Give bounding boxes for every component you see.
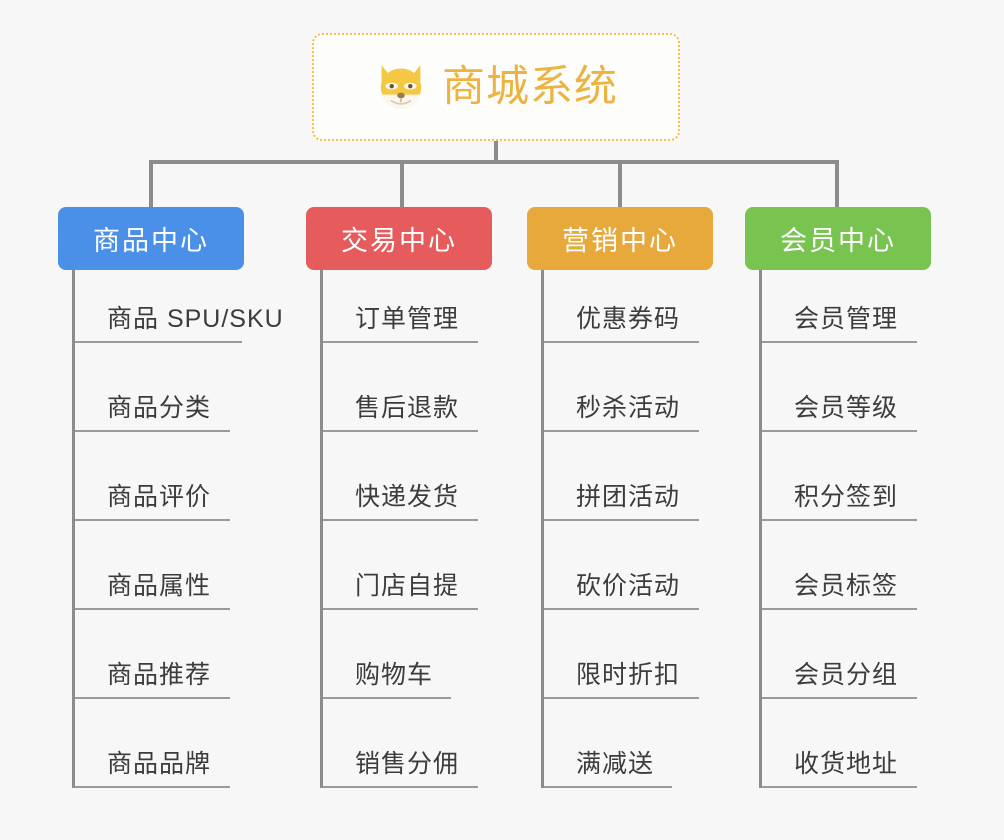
list-item-label: 商品 SPU/SKU	[107, 305, 284, 333]
connector-root-stem	[494, 141, 498, 164]
category-header-label: 营销中心	[562, 226, 678, 256]
list-item-label: 限时折扣	[576, 661, 681, 689]
category-header-label: 会员中心	[780, 226, 896, 256]
connector-horizontal-bus	[149, 160, 839, 164]
list-item[interactable]: 商品分类	[75, 343, 230, 432]
connector-drop-3	[618, 160, 622, 207]
category-header-trade-center[interactable]: 交易中心	[306, 207, 492, 270]
list-item-label: 砍价活动	[576, 572, 681, 600]
column-member-center: 会员中心 会员管理 会员等级 积分签到 会员标签 会员分组 收货地址	[745, 207, 931, 788]
list-item[interactable]: 会员标签	[762, 521, 917, 610]
list-item-label: 商品品牌	[107, 750, 212, 778]
list-item[interactable]: 拼团活动	[544, 432, 699, 521]
list-item[interactable]: 会员分组	[762, 610, 917, 699]
list-item[interactable]: 快递发货	[323, 432, 478, 521]
list-item-label: 优惠券码	[576, 305, 681, 333]
list-item[interactable]: 商品评价	[75, 432, 230, 521]
list-item[interactable]: 销售分佣	[323, 699, 478, 788]
column-trade-center: 交易中心 订单管理 售后退款 快递发货 门店自提 购物车 销售分佣	[306, 207, 492, 788]
list-item-label: 积分签到	[794, 483, 899, 511]
category-header-marketing-center[interactable]: 营销中心	[527, 207, 713, 270]
root-title-text: 商城系统	[442, 62, 618, 111]
list-item-label: 商品评价	[107, 483, 212, 511]
list-item[interactable]: 积分签到	[762, 432, 917, 521]
list-item-label: 商品属性	[107, 572, 212, 600]
list-item-label: 满减送	[576, 750, 655, 778]
list-item[interactable]: 优惠券码	[544, 270, 699, 343]
list-item-label: 销售分佣	[355, 750, 460, 778]
connector-drop-1	[149, 160, 153, 207]
list-item-label: 秒杀活动	[576, 394, 681, 422]
list-item-label: 会员标签	[794, 572, 899, 600]
list-item[interactable]: 商品 SPU/SKU	[75, 270, 283, 343]
branch-trade-center: 订单管理 售后退款 快递发货 门店自提 购物车 销售分佣	[320, 270, 478, 788]
list-item-label: 订单管理	[355, 305, 460, 333]
list-item-label: 会员等级	[794, 394, 899, 422]
root-title-card[interactable]: 商城系统	[312, 33, 680, 141]
list-item[interactable]: 限时折扣	[544, 610, 699, 699]
list-item[interactable]: 会员管理	[762, 270, 917, 343]
list-item[interactable]: 购物车	[323, 610, 451, 699]
list-item-label: 拼团活动	[576, 483, 681, 511]
connector-drop-4	[835, 160, 839, 207]
category-header-member-center[interactable]: 会员中心	[745, 207, 931, 270]
list-item[interactable]: 商品推荐	[75, 610, 230, 699]
list-item-label: 会员管理	[794, 305, 899, 333]
list-item[interactable]: 满减送	[544, 699, 672, 788]
category-header-label: 交易中心	[341, 226, 457, 256]
list-item-label: 快递发货	[355, 483, 460, 511]
category-header-product-center[interactable]: 商品中心	[58, 207, 244, 270]
list-item-label: 商品推荐	[107, 661, 212, 689]
list-item[interactable]: 门店自提	[323, 521, 478, 610]
list-item-label: 商品分类	[107, 394, 212, 422]
list-item-label: 收货地址	[794, 750, 899, 778]
list-item[interactable]: 商品品牌	[75, 699, 230, 788]
list-item-label: 售后退款	[355, 394, 460, 422]
list-item[interactable]: 砍价活动	[544, 521, 699, 610]
column-product-center: 商品中心 商品 SPU/SKU 商品分类 商品评价 商品属性 商品推荐 商品品牌	[58, 207, 283, 788]
branch-marketing-center: 优惠券码 秒杀活动 拼团活动 砍价活动 限时折扣 满减送	[541, 270, 699, 788]
shiba-dog-face-icon	[380, 65, 422, 109]
connector-drop-2	[400, 160, 404, 207]
list-item-label: 会员分组	[794, 661, 899, 689]
list-item-label: 门店自提	[355, 572, 460, 600]
list-item[interactable]: 会员等级	[762, 343, 917, 432]
branch-member-center: 会员管理 会员等级 积分签到 会员标签 会员分组 收货地址	[759, 270, 917, 788]
list-item[interactable]: 商品属性	[75, 521, 230, 610]
list-item-label: 购物车	[355, 661, 434, 689]
list-item[interactable]: 秒杀活动	[544, 343, 699, 432]
list-item[interactable]: 订单管理	[323, 270, 478, 343]
list-item[interactable]: 售后退款	[323, 343, 478, 432]
list-item[interactable]: 收货地址	[762, 699, 917, 788]
category-header-label: 商品中心	[93, 226, 209, 256]
branch-product-center: 商品 SPU/SKU 商品分类 商品评价 商品属性 商品推荐 商品品牌	[72, 270, 283, 788]
column-marketing-center: 营销中心 优惠券码 秒杀活动 拼团活动 砍价活动 限时折扣 满减送	[527, 207, 713, 788]
